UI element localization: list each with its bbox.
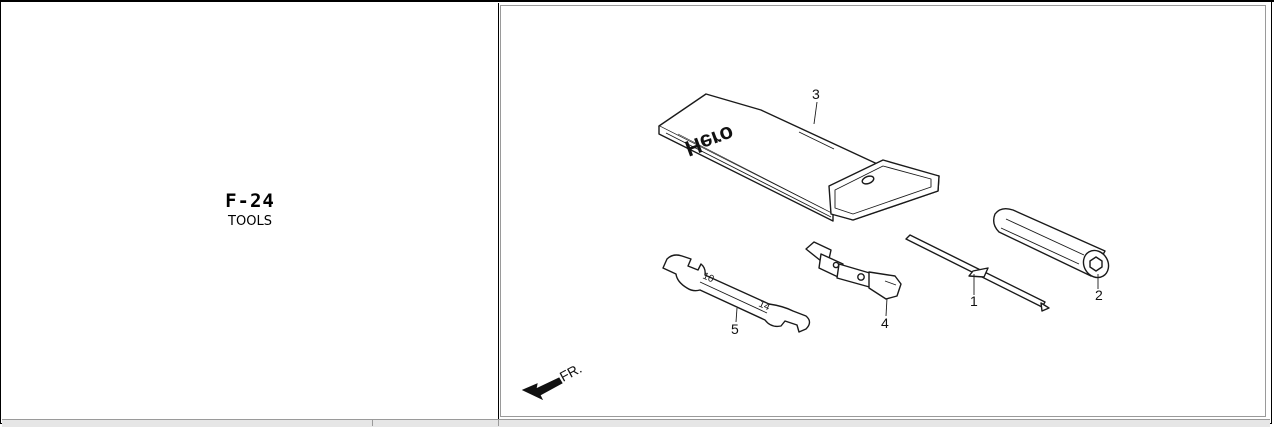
- tools-exploded-diagram: Hero 10 14: [521, 86, 1110, 401]
- callout-labels: 3 2 1 4 5: [731, 86, 1103, 337]
- wrench-size-10: 10: [701, 271, 716, 286]
- spark-plug-wrench-4: [805, 241, 902, 300]
- section-header: F-24 TOOLS: [2, 3, 498, 417]
- wrench-size-14: 14: [757, 299, 772, 314]
- top-border: [0, 0, 1274, 2]
- footer-separator: [372, 419, 373, 426]
- callout-4: 4: [881, 315, 889, 331]
- section-title: TOOLS: [228, 214, 272, 229]
- callout-2: 2: [1095, 287, 1103, 303]
- tool-bag-3: Hero: [658, 93, 940, 222]
- callout-1: 1: [970, 293, 978, 309]
- screwdriver-handle-2: [992, 207, 1110, 279]
- footer-separator: [498, 419, 499, 426]
- diagram-panel: Hero 10 14: [500, 5, 1266, 417]
- section-code: F-24: [225, 190, 275, 212]
- wrench-5: 10 14: [662, 254, 811, 333]
- column-divider: [498, 3, 499, 426]
- table-footer-row: [2, 419, 1270, 427]
- callout-leaders: [735, 101, 1099, 323]
- screwdriver-blade-1: [905, 234, 1050, 312]
- front-direction-arrow: FR.: [521, 360, 584, 401]
- callout-3: 3: [812, 86, 820, 102]
- callout-5: 5: [731, 321, 739, 337]
